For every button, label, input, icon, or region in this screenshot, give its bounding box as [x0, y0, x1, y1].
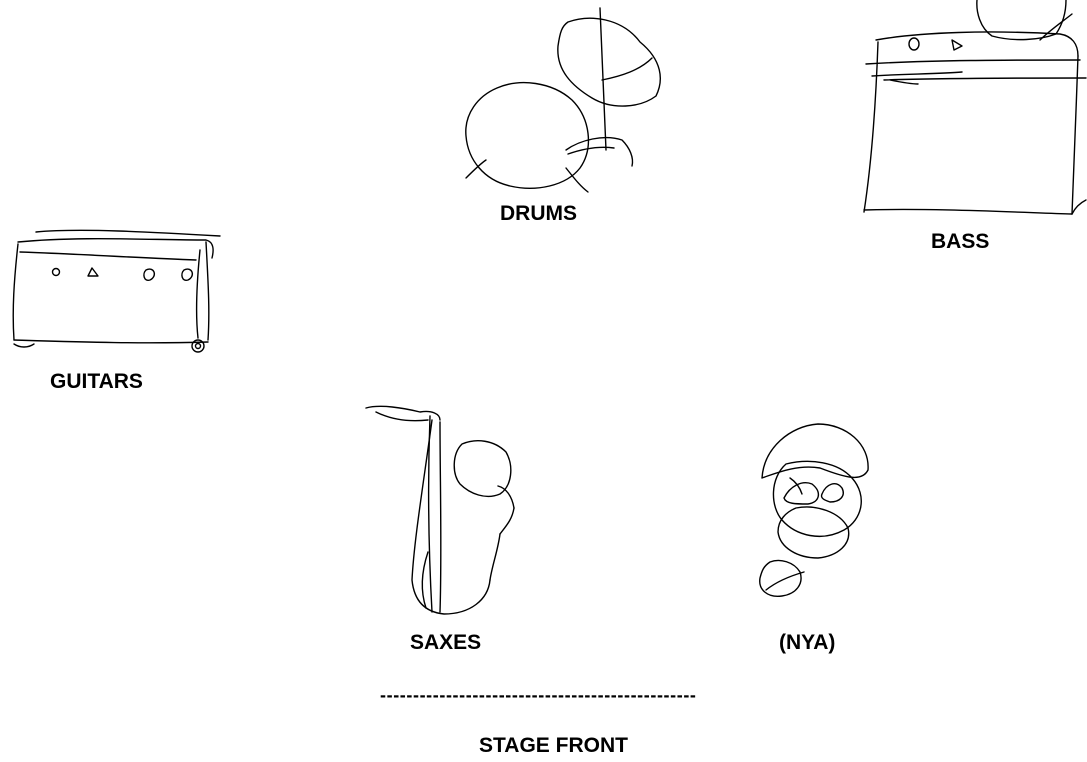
guitar-amp-sketch — [12, 229, 221, 353]
saxes-label: SAXES — [410, 631, 482, 654]
drums-label: DRUMS — [500, 202, 577, 225]
face-sketch — [759, 423, 869, 597]
stage-front-divider: ----------------------------------------… — [380, 685, 697, 705]
bass-label: BASS — [931, 230, 990, 253]
nya-label: (NYA) — [779, 631, 836, 654]
stage-front-label: STAGE FRONT — [479, 734, 628, 757]
drum-kit-sketch — [465, 7, 661, 193]
bass-amp-sketch — [863, 0, 1087, 215]
saxophone-sketch — [365, 405, 515, 615]
guitars-label: GUITARS — [50, 370, 143, 393]
